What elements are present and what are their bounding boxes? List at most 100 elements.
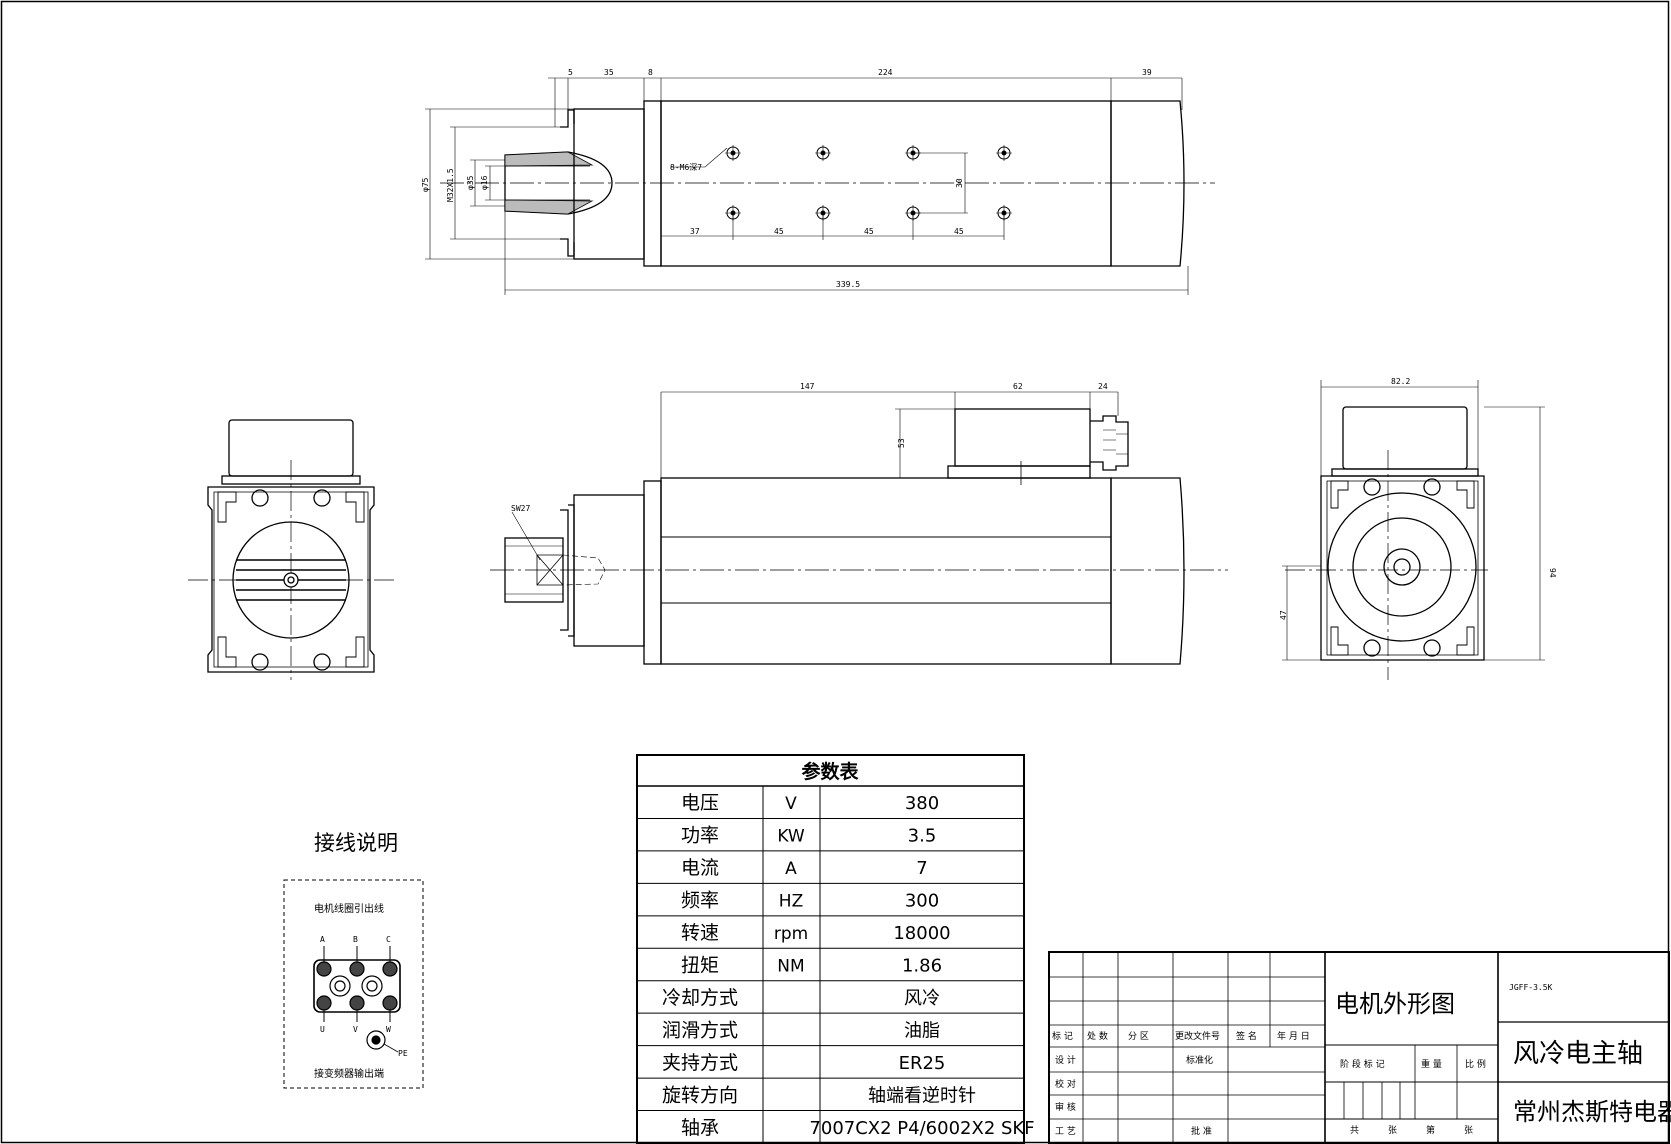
dim-24: 24 (1098, 382, 1108, 391)
approve-label: 批 准 (1191, 1125, 1212, 1137)
weight-label: 重 量 (1421, 1058, 1442, 1070)
wiring-bottom-label: 接变频器输出端 (314, 1067, 384, 1080)
param-name: 电流 (681, 857, 719, 879)
param-unit: HZ (779, 892, 803, 912)
dim-phi16: φ16 (480, 175, 489, 190)
param-value: 1.86 (902, 956, 942, 977)
front-view (490, 391, 1228, 665)
left-end-view (188, 419, 395, 680)
dim-phi35: φ35 (466, 175, 475, 190)
housing-end (207, 486, 375, 673)
terminal-v: V (353, 1025, 358, 1034)
stage-label: 阶 段 标 记 (1340, 1058, 1385, 1070)
param-unit: NM (777, 957, 804, 977)
rev-header-count: 处 数 (1087, 1030, 1108, 1042)
param-name: 润滑方式 (662, 1019, 738, 1041)
dim-m32: M32X1.5 (446, 168, 455, 202)
param-name: 转速 (681, 922, 719, 944)
dim-35: 35 (604, 68, 614, 77)
parameter-grid-lines (637, 817, 1024, 1112)
param-name: 轴承 (681, 1117, 719, 1139)
collet-flats (505, 545, 563, 595)
terminal-u: U (320, 1025, 325, 1034)
front-flange-side (560, 504, 575, 637)
sheet-number-unit: 张 (1464, 1125, 1473, 1136)
dim-339-5: 339.5 (836, 280, 860, 289)
sign-check: 校 对 (1055, 1078, 1076, 1090)
terminal-pe: PE (398, 1049, 408, 1058)
rev-header-mark: 标 记 (1052, 1030, 1073, 1042)
sign-process: 工 艺 (1055, 1126, 1076, 1137)
sign-design: 设 计 (1055, 1054, 1076, 1066)
param-value: 18000 (893, 923, 950, 944)
sheet-total: 共 (1350, 1125, 1359, 1136)
dim-45-a: 45 (774, 227, 784, 236)
drawing-name: 电机外形图 (1335, 990, 1455, 1018)
right-view-dims: 82.2 94 47 (1279, 377, 1557, 620)
top-view-dims: 5 35 8 224 39 339.5 37 45 45 45 30 φ75 M… (421, 68, 1152, 289)
rev-header-date: 年 月 日 (1277, 1030, 1310, 1042)
top-view (425, 77, 1215, 295)
param-name: 冷却方式 (662, 987, 738, 1009)
terminal-c: C (386, 935, 391, 944)
rear-cap (1110, 100, 1185, 267)
params-title: 参数表 (801, 760, 859, 783)
param-name: 旋转方向 (662, 1084, 738, 1106)
rear-end-disc (1327, 492, 1477, 642)
hole-note: 8-M6深7 (670, 163, 702, 172)
product-name: 风冷电主轴 (1513, 1039, 1643, 1069)
body-fins (661, 536, 1111, 604)
dim-39: 39 (1142, 68, 1152, 77)
dim-5: 5 (568, 68, 573, 77)
front-ring-side (643, 480, 662, 665)
terminal-a: A (320, 935, 325, 944)
dim-47: 47 (1279, 610, 1288, 620)
param-unit: KW (777, 827, 805, 847)
dim-82-2: 82.2 (1391, 377, 1410, 386)
dim-53: 53 (897, 438, 906, 448)
param-value: 300 (905, 891, 939, 912)
scale-label: 比 例 (1465, 1058, 1486, 1070)
motor-body-side (660, 477, 1112, 665)
wiring-top-label: 电机线圈引出线 (314, 902, 384, 915)
wiring-diagram: 接线说明 电机线圈引出线 A B C U V W PE 接变频器输出端 (283, 831, 424, 1089)
sheet-number: 第 (1426, 1124, 1435, 1136)
junction-box (954, 408, 1091, 467)
front-dimension-lines (511, 391, 1119, 586)
collet-nut-hatching (504, 151, 594, 215)
dim-30: 30 (955, 178, 964, 188)
standardize-label: 标准化 (1186, 1054, 1213, 1066)
param-name: 扭矩 (681, 955, 719, 977)
wiring-frame (283, 879, 424, 1089)
rev-header-zone: 分 区 (1128, 1031, 1149, 1042)
param-value: 风冷 (904, 988, 940, 1009)
cable-gland (1090, 415, 1129, 471)
param-unit: V (785, 794, 797, 814)
param-name: 频率 (681, 890, 719, 912)
dim-phi75: φ75 (421, 177, 430, 192)
param-value: 380 (905, 793, 939, 814)
param-value: 3.5 (908, 826, 937, 847)
housing-rear (1320, 475, 1485, 661)
front-cap (573, 108, 645, 260)
param-value: ER25 (899, 1053, 946, 1074)
param-unit: A (785, 859, 797, 879)
dim-62: 62 (1013, 382, 1023, 391)
fan-cover (232, 521, 350, 639)
front-ring (643, 100, 662, 267)
model-number: JGFF-3.5K (1509, 983, 1553, 992)
motor-body (660, 100, 1112, 267)
param-name: 夹持方式 (662, 1052, 738, 1074)
title-block (1048, 951, 1670, 1144)
dim-45-b: 45 (864, 227, 874, 236)
param-unit: rpm (774, 924, 808, 944)
wrench-size: SW27 (511, 504, 530, 513)
rev-header-doc: 更改文件号 (1175, 1030, 1220, 1042)
sheet-total-unit: 张 (1388, 1125, 1397, 1136)
front-cap-side (573, 494, 645, 647)
terminal-block (313, 946, 401, 1053)
